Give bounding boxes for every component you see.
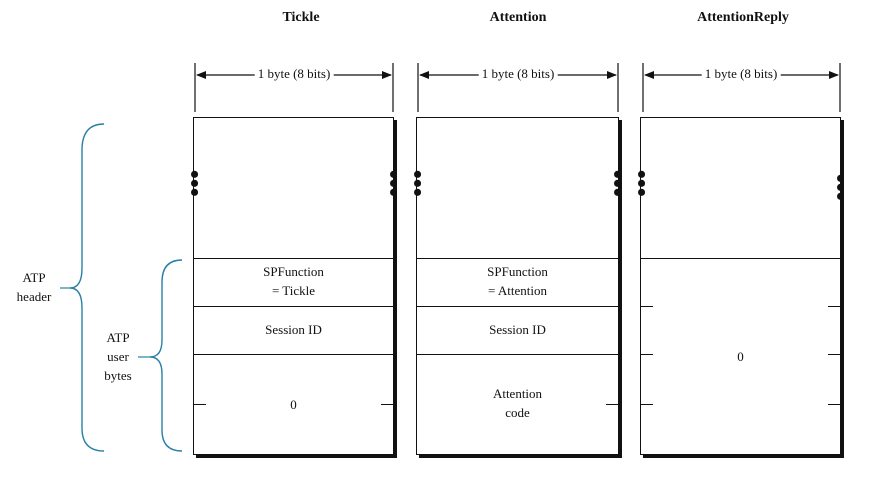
ellipsis-dots: ••• [389, 160, 399, 207]
label-line: ATP [22, 270, 46, 285]
label-line: ATP [106, 330, 130, 345]
packet-title-tickle: Tickle [282, 10, 320, 25]
byte-tick [194, 404, 206, 405]
ellipsis-dots: ••• [413, 160, 423, 207]
atp-user-bytes-brace [149, 259, 183, 452]
field-divider [194, 258, 393, 259]
width-dimension-tickle [194, 63, 394, 112]
field-text: = Attention [488, 283, 547, 298]
label-line: user [107, 349, 129, 364]
packet-title-attention: Attention [489, 10, 547, 25]
byte-tick [828, 306, 840, 307]
packet-title-attentionreply: AttentionReply [697, 10, 789, 25]
field-divider [417, 354, 618, 355]
field-attention-code: Attention code [417, 384, 618, 422]
field-text: SPFunction [263, 264, 324, 279]
byte-tick [828, 404, 840, 405]
label-line: header [16, 289, 52, 304]
field-text: code [505, 405, 530, 420]
atp-user-bytes-label: ATP user bytes [98, 328, 138, 385]
field-divider [417, 306, 618, 307]
ellipsis-dots: ••• [836, 164, 846, 211]
label-line: bytes [104, 368, 132, 383]
width-label-tickle: 1 byte (8 bits) [254, 66, 334, 82]
packet-attention: SPFunction = Attention Session ID Attent… [416, 117, 619, 455]
ellipsis-dots: ••• [190, 160, 200, 207]
field-text: = Tickle [271, 283, 316, 298]
packet-attentionreply: 0 [640, 117, 841, 455]
byte-tick [606, 404, 618, 405]
byte-tick [641, 354, 653, 355]
field-divider [194, 354, 393, 355]
field-session-id: Session ID [265, 322, 322, 337]
byte-tick [828, 354, 840, 355]
field-divider [641, 258, 840, 259]
byte-tick [641, 306, 653, 307]
width-label-attentionreply: 1 byte (8 bits) [701, 66, 781, 82]
packet-tickle: SPFunction = Tickle Session ID 0 [193, 117, 394, 455]
byte-tick [381, 404, 393, 405]
field-divider [417, 258, 618, 259]
byte-tick [641, 404, 653, 405]
field-spfunction: SPFunction = Attention [417, 262, 618, 300]
field-spfunction: SPFunction = Tickle [194, 262, 393, 300]
atp-header-label: ATP header [10, 268, 58, 306]
field-zero: 0 [290, 397, 297, 412]
field-text: Attention [492, 386, 543, 401]
width-label-attention: 1 byte (8 bits) [478, 66, 558, 82]
field-zero: 0 [737, 349, 744, 364]
atp-header-brace [69, 123, 105, 452]
field-session-id: Session ID [489, 322, 546, 337]
ellipsis-dots: ••• [613, 160, 623, 207]
field-text: SPFunction [487, 264, 548, 279]
ellipsis-dots: ••• [637, 160, 647, 207]
field-divider [194, 306, 393, 307]
